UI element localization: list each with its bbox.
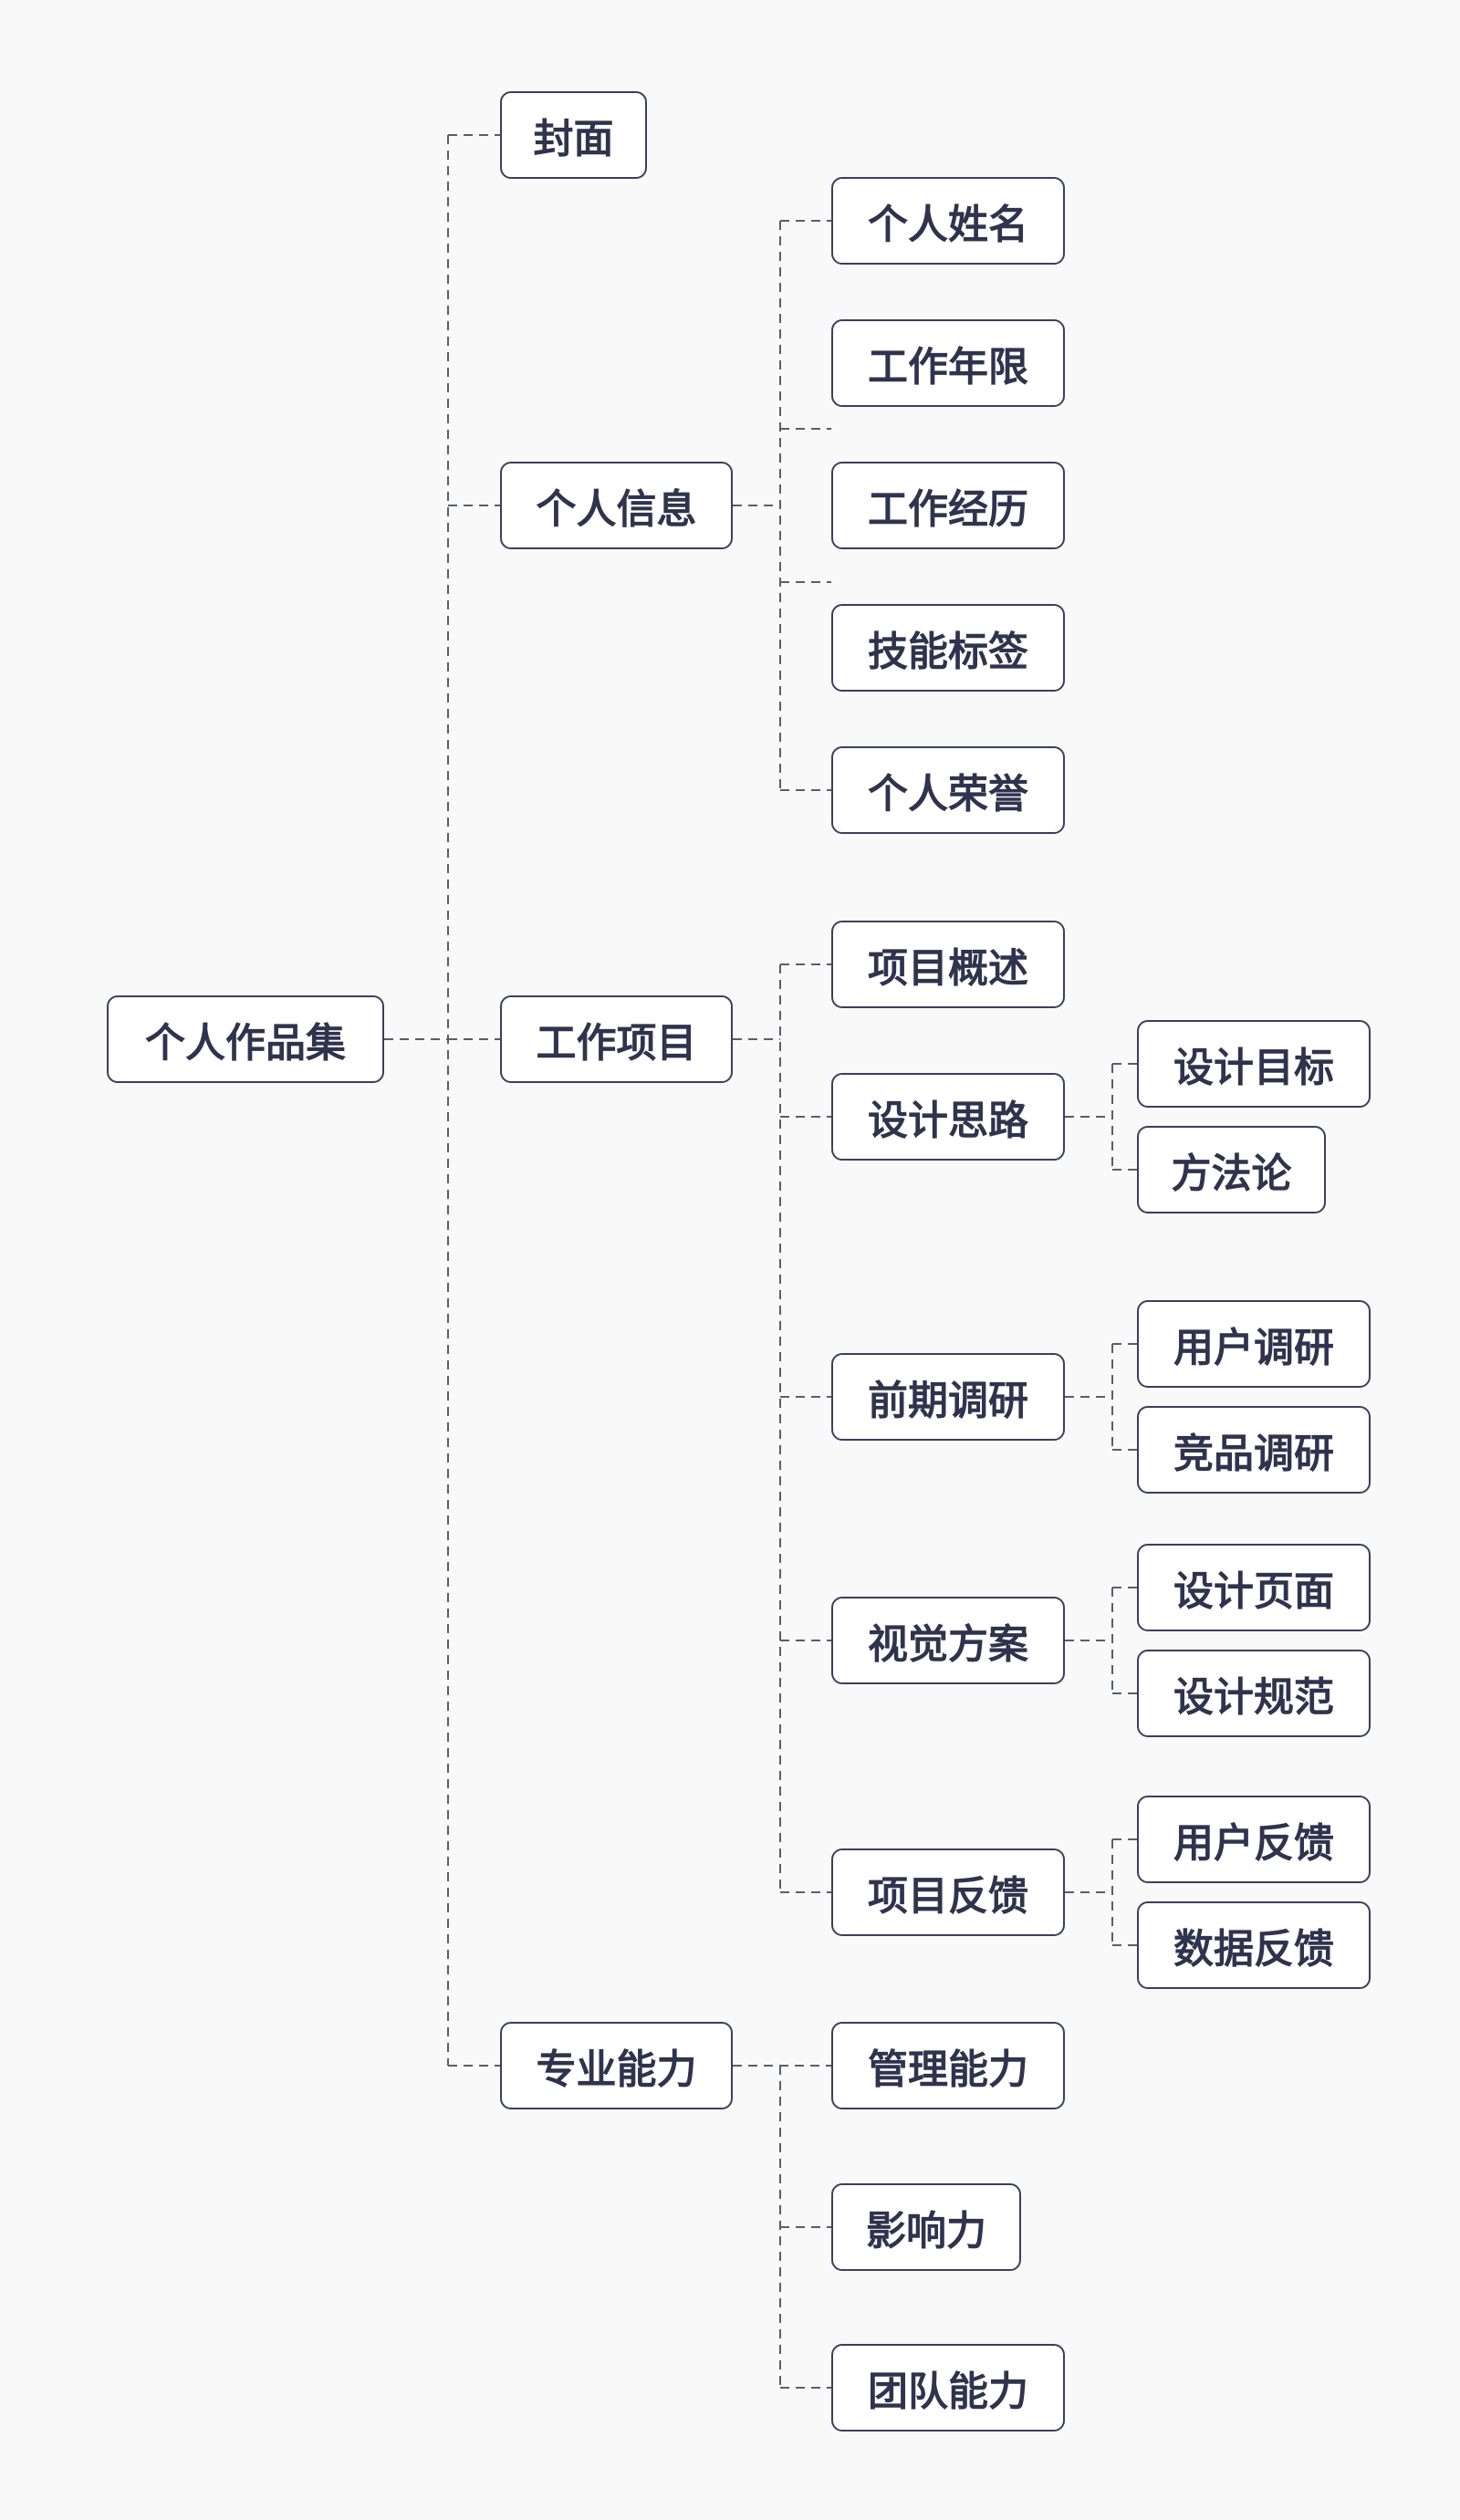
node-methodology[interactable]: 方法论 bbox=[1137, 1126, 1326, 1213]
node-work-experience[interactable]: 工作经历 bbox=[831, 462, 1065, 549]
node-honors[interactable]: 个人荣誉 bbox=[831, 746, 1065, 834]
branch-work-projects[interactable]: 工作项目 bbox=[500, 995, 733, 1083]
node-project-feedback[interactable]: 项目反馈 bbox=[831, 1848, 1065, 1936]
node-design-pages[interactable]: 设计页面 bbox=[1137, 1544, 1371, 1631]
node-skill-tags[interactable]: 技能标签 bbox=[831, 604, 1065, 692]
branch-personal-info[interactable]: 个人信息 bbox=[500, 462, 733, 549]
node-work-years[interactable]: 工作年限 bbox=[831, 319, 1065, 407]
node-name[interactable]: 个人姓名 bbox=[831, 177, 1065, 265]
node-data-feedback[interactable]: 数据反馈 bbox=[1137, 1901, 1371, 1989]
node-teamwork[interactable]: 团队能力 bbox=[831, 2344, 1065, 2431]
node-design-specs[interactable]: 设计规范 bbox=[1137, 1650, 1371, 1737]
node-design-approach[interactable]: 设计思路 bbox=[831, 1073, 1065, 1161]
branch-cover[interactable]: 封面 bbox=[500, 91, 647, 179]
branch-professional-skills[interactable]: 专业能力 bbox=[500, 2022, 733, 2109]
node-visual-plan[interactable]: 视觉方案 bbox=[831, 1597, 1065, 1684]
node-project-overview[interactable]: 项目概述 bbox=[831, 921, 1065, 1008]
node-design-goals[interactable]: 设计目标 bbox=[1137, 1020, 1371, 1108]
node-influence[interactable]: 影响力 bbox=[831, 2183, 1021, 2271]
root-node[interactable]: 个人作品集 bbox=[107, 995, 384, 1083]
node-competitor-research[interactable]: 竞品调研 bbox=[1137, 1406, 1371, 1494]
node-research[interactable]: 前期调研 bbox=[831, 1353, 1065, 1441]
node-user-research[interactable]: 用户调研 bbox=[1137, 1300, 1371, 1388]
node-management[interactable]: 管理能力 bbox=[831, 2022, 1065, 2109]
node-user-feedback[interactable]: 用户反馈 bbox=[1137, 1796, 1371, 1883]
